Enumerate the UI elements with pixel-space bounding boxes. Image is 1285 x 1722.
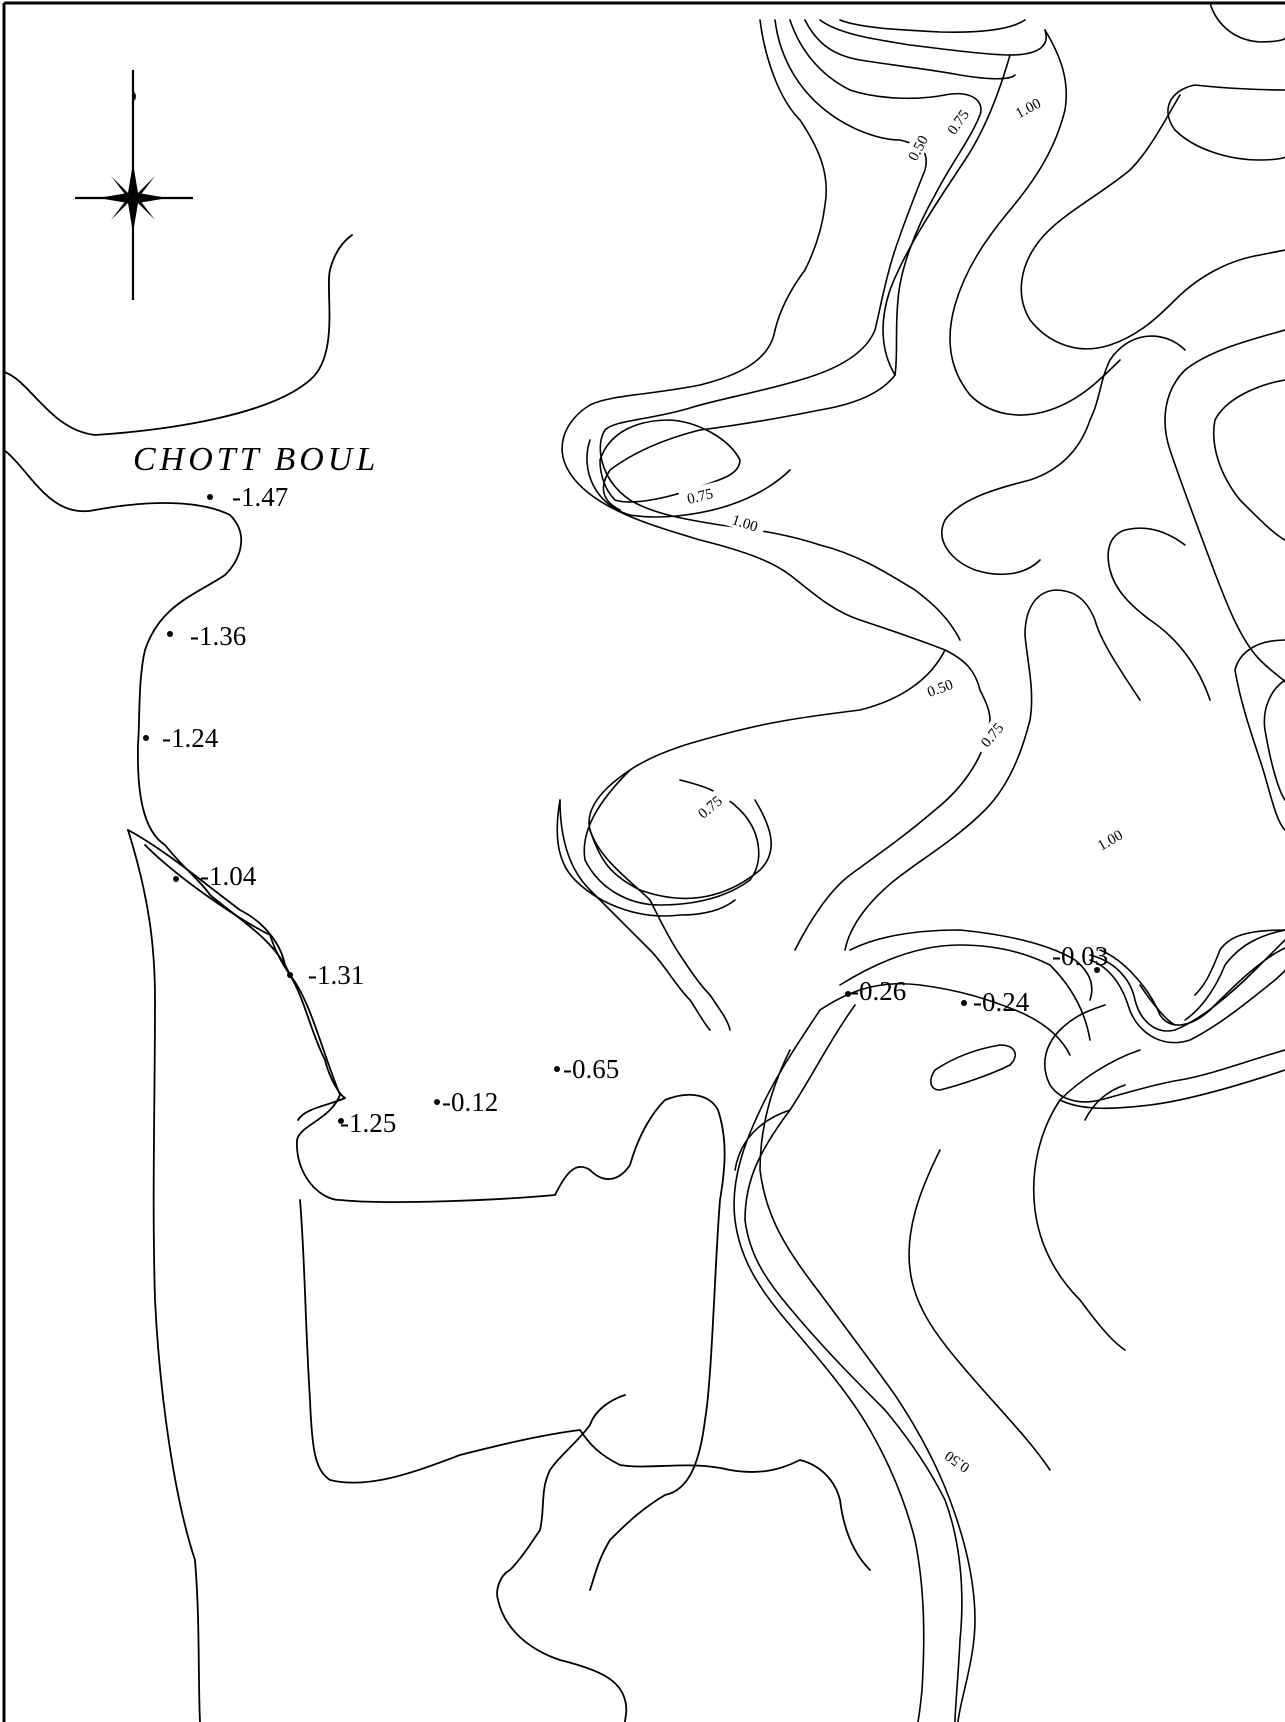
spot-dot xyxy=(845,991,851,997)
spot-elevation-label: -0.26 xyxy=(850,976,906,1006)
spot-elevation-label: -1.25 xyxy=(340,1108,396,1138)
spot-elevation: -0.26 xyxy=(845,976,906,1006)
spot-dot xyxy=(207,494,213,500)
spot-dot xyxy=(554,1066,560,1072)
spot-elevation: -0.03 xyxy=(1052,941,1108,973)
spot-dot xyxy=(434,1099,440,1105)
spot-dot xyxy=(961,1000,967,1006)
contour-label: 1.00 xyxy=(730,512,760,535)
spot-elevation: -0.24 xyxy=(961,987,1030,1017)
spot-elevation-label: -0.12 xyxy=(442,1087,498,1117)
contour-label: 0.50 xyxy=(925,677,955,701)
spot-elevation: -1.47 xyxy=(207,482,288,512)
spot-dot xyxy=(143,735,149,741)
contour-lines xyxy=(556,2,1285,1722)
spot-elevation: -1.25 xyxy=(338,1108,396,1138)
spot-dot xyxy=(173,876,179,882)
spot-elevation: -0.65 xyxy=(554,1054,619,1084)
spot-elevation-label: -1.31 xyxy=(308,960,364,990)
spot-elevation-label: -0.65 xyxy=(563,1054,619,1084)
spot-elevation: -1.04 xyxy=(173,861,257,891)
spot-dot xyxy=(287,972,293,978)
spot-dot xyxy=(1094,967,1100,973)
spot-elevation-label: -0.24 xyxy=(973,987,1030,1017)
compass-rose-icon xyxy=(75,70,193,300)
spot-elevations: -1.47 -1.36 -1.24 -1.04 -1.31 -1.25 -0.1… xyxy=(143,482,1108,1138)
contour-label: 0.75 xyxy=(686,486,715,508)
spot-elevation-label: -1.47 xyxy=(232,482,288,512)
place-name-label: CHOTT BOUL xyxy=(133,441,379,478)
spot-elevation-label: -0.03 xyxy=(1052,941,1108,971)
spot-elevation: -1.36 xyxy=(167,621,246,651)
spot-elevation-label: -1.24 xyxy=(162,723,219,753)
spot-elevation: -0.12 xyxy=(434,1087,498,1117)
contour-labels: 0.50 0.75 1.00 0.75 1.00 0.50 0.75 0.75 xyxy=(678,89,1132,1482)
spot-dot xyxy=(167,631,173,637)
shoreline xyxy=(3,234,871,1722)
spot-elevation: -1.31 xyxy=(287,960,364,990)
spot-dot xyxy=(338,1118,344,1124)
spot-elevation-label: -1.04 xyxy=(200,861,257,891)
spot-elevation: -1.24 xyxy=(143,723,219,753)
spot-elevation-label: -1.36 xyxy=(190,621,246,651)
